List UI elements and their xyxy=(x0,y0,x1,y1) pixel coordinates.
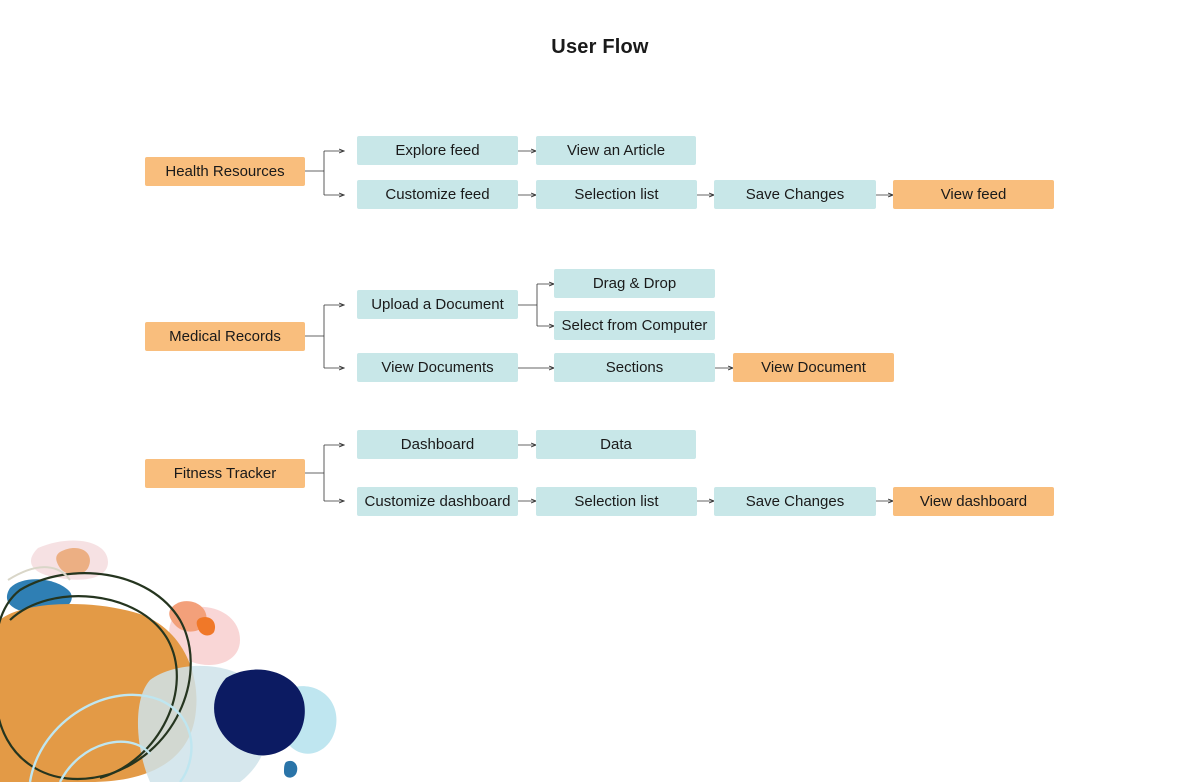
node-dashboard: Dashboard xyxy=(357,430,518,459)
node-save-changes-feed: Save Changes xyxy=(714,180,876,209)
node-view-dashboard: View dashboard xyxy=(893,487,1054,516)
node-save-changes-dashboard: Save Changes xyxy=(714,487,876,516)
node-customize-dashboard: Customize dashboard xyxy=(357,487,518,516)
connector-medical-branch xyxy=(305,305,325,368)
node-explore-feed: Explore feed xyxy=(357,136,518,165)
connector-health-branch xyxy=(305,151,325,195)
node-view-article: View an Article xyxy=(536,136,696,165)
page-title: User Flow xyxy=(551,36,649,58)
node-view-document: View Document xyxy=(733,353,894,382)
node-select-computer: Select from Computer xyxy=(554,311,715,340)
node-data: Data xyxy=(536,430,696,459)
node-sections: Sections xyxy=(554,353,715,382)
node-view-feed: View feed xyxy=(893,180,1054,209)
node-fitness-tracker: Fitness Tracker xyxy=(145,459,305,488)
node-selection-list-feed: Selection list xyxy=(536,180,697,209)
node-selection-list-dashboard: Selection list xyxy=(536,487,697,516)
node-medical-records: Medical Records xyxy=(145,322,305,351)
node-drag-drop: Drag & Drop xyxy=(554,269,715,298)
connector-fitness-branch xyxy=(305,445,325,501)
decorative-blobs-illustration xyxy=(0,540,337,782)
node-upload-document: Upload a Document xyxy=(357,290,518,319)
node-view-documents: View Documents xyxy=(357,353,518,382)
node-customize-feed: Customize feed xyxy=(357,180,518,209)
connector-upload-branch xyxy=(518,284,538,326)
node-health-resources: Health Resources xyxy=(145,157,305,186)
